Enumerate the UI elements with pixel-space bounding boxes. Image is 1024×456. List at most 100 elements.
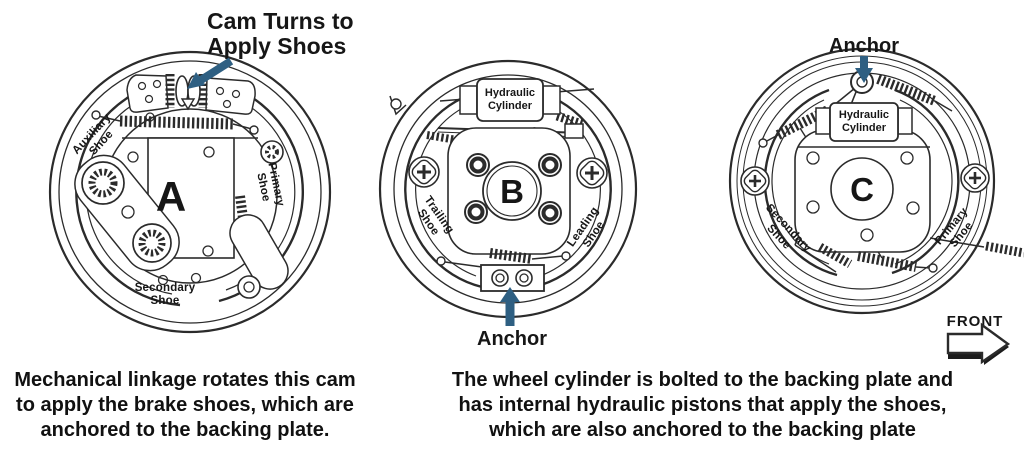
spring-wire [232,123,253,130]
primary-shoe-label: Primary Shoe [254,162,286,208]
cylinder-end-cap [897,107,913,135]
top-return-spring-coil [876,74,937,106]
spring-hook [928,263,938,273]
brake-a-diagram: Auxiliary Shoe Primary Shoe Secondary Sh… [48,8,354,334]
right-shoe-arc [533,90,612,289]
drum-outer-rim [48,50,332,334]
cable-rod [929,237,985,248]
left-shoe-arc [75,81,181,307]
caption-a-line2: to apply the brake shoes, which are [16,394,354,416]
pivot-bolt-center [265,145,279,159]
adjuster-wheel [81,161,125,205]
front-arrow-icon [946,322,1011,365]
spring-hook [758,138,768,148]
front-label: FRONT [947,313,1004,330]
hydraulic-cylinder-line1: Hydraulic [839,109,889,121]
strut-rivet [121,205,135,219]
left-shoe-lining [415,102,477,277]
left-shoe-lining [771,99,830,265]
drum-outer-rim [728,47,996,315]
left-shoe-arc [404,90,483,289]
brake-b-anchor-label: Anchor [477,328,547,350]
anchor-bolt-center [519,273,529,283]
brake-a-letter: A [156,173,186,220]
adjuster-knurl [88,168,118,198]
phillips-screw-icon [576,157,608,189]
spring-hook [91,110,101,120]
spring-wire [531,255,564,260]
flange-rivet [215,86,225,96]
anchor-arrow-icon [500,287,520,326]
hydraulic-cylinder-line2: Cylinder [488,100,533,112]
caption-bc-line2: has internal hydraulic pistons that appl… [458,394,947,416]
plate-hole [203,146,215,158]
caption-bc-line1: The wheel cylinder is bolted to the back… [451,369,954,391]
spring-wire [915,266,931,269]
return-spring-coil [119,115,234,130]
shoe-lever [229,214,289,290]
arrow-head [500,287,520,302]
plate-hole [202,245,214,257]
lower-spring-coil [489,248,533,264]
pivot-bolt [260,140,284,164]
arrow-head [855,68,873,83]
brake-c-letter: C [850,171,874,208]
rod-coil [426,131,458,144]
cam-callout-line2: Apply Shoes [207,33,346,59]
anchor-bolt-center [495,273,505,283]
spring-hook [436,256,446,266]
lower-spring-coil [817,243,853,268]
caption-brake-bc: The wheel cylinder is bolted to the back… [420,368,985,443]
caption-bc-line3: which are also anchored to the backing p… [489,419,916,441]
bracket-eye [390,98,402,110]
plate-hole [157,274,169,286]
cam-left-flange [126,74,169,113]
right-shoe-arc [891,88,960,275]
spring-hook [561,251,571,261]
rod-clevis [564,123,584,139]
anchor-arrow-icon [855,56,873,83]
hub-circle [830,157,894,221]
lug-hole-ring [541,156,559,174]
lever-eye [237,275,261,299]
lever-foot [794,244,837,273]
brake-b-letter: B [500,173,524,210]
adjuster-knurl [138,229,166,257]
hub-inner [486,165,538,217]
flange-rivet [231,89,241,99]
anchor-block [480,264,545,292]
cam-right-flange [205,77,256,115]
flange-rivet [137,81,147,91]
caption-brake-a: Mechanical linkage rotates this cam to a… [5,368,365,443]
cylinder-end-cap [542,85,561,115]
plate-hole [900,151,914,165]
cam-pointer [180,98,196,111]
plate-hole [127,151,139,163]
right-shoe-lining [894,99,953,265]
secondary-shoe-line1: Secondary [135,282,196,294]
lever-eye-hole [243,281,255,293]
spring-wire [444,261,483,268]
lug-hole-ring [467,203,485,221]
cylinder-end-cap [459,85,478,115]
lug-hole-ring [541,204,559,222]
primary-shoe-label: Primary Shoe [933,205,976,249]
anchor-bolt [515,269,533,287]
lug-hole [464,200,488,224]
flange-rivet [144,94,154,104]
cable-coil [985,241,1024,258]
phillips-screw-icon [408,156,440,188]
arrow-shaft [198,57,234,84]
primary-shoe-line2: Shoe [254,172,272,203]
flange-rivet [152,79,162,89]
plate-hole [806,151,820,165]
caption-a-line1: Mechanical linkage rotates this cam [14,369,356,391]
spring-hook [249,125,259,135]
drum-inner-rim [58,60,322,324]
hydraulic-cylinder-body [829,102,899,142]
plate-hole [145,112,155,122]
lug-hole-ring [469,156,487,174]
spring-wire [97,115,121,122]
